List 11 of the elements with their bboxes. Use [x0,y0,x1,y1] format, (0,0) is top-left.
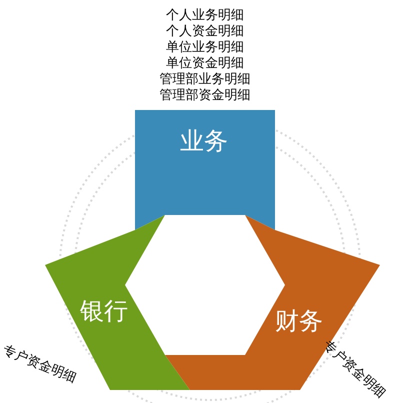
detail-text: 专户资金明细 [0,343,78,386]
detail-text: 个人资金明细 [166,24,244,39]
segment-title: 银行 [80,296,128,327]
detail-text: 个人业务明细 [166,8,244,23]
segment-title: 财务 [275,306,323,337]
segment-title: 业务 [180,126,228,157]
detail-text: 专户资金明细 [320,338,388,402]
detail-text: 管理部业务明细 [160,72,250,87]
detail-text: 管理部资金明细 [160,88,250,103]
detail-text: 单位业务明细 [166,40,244,55]
detail-text: 单位资金明细 [166,56,244,71]
